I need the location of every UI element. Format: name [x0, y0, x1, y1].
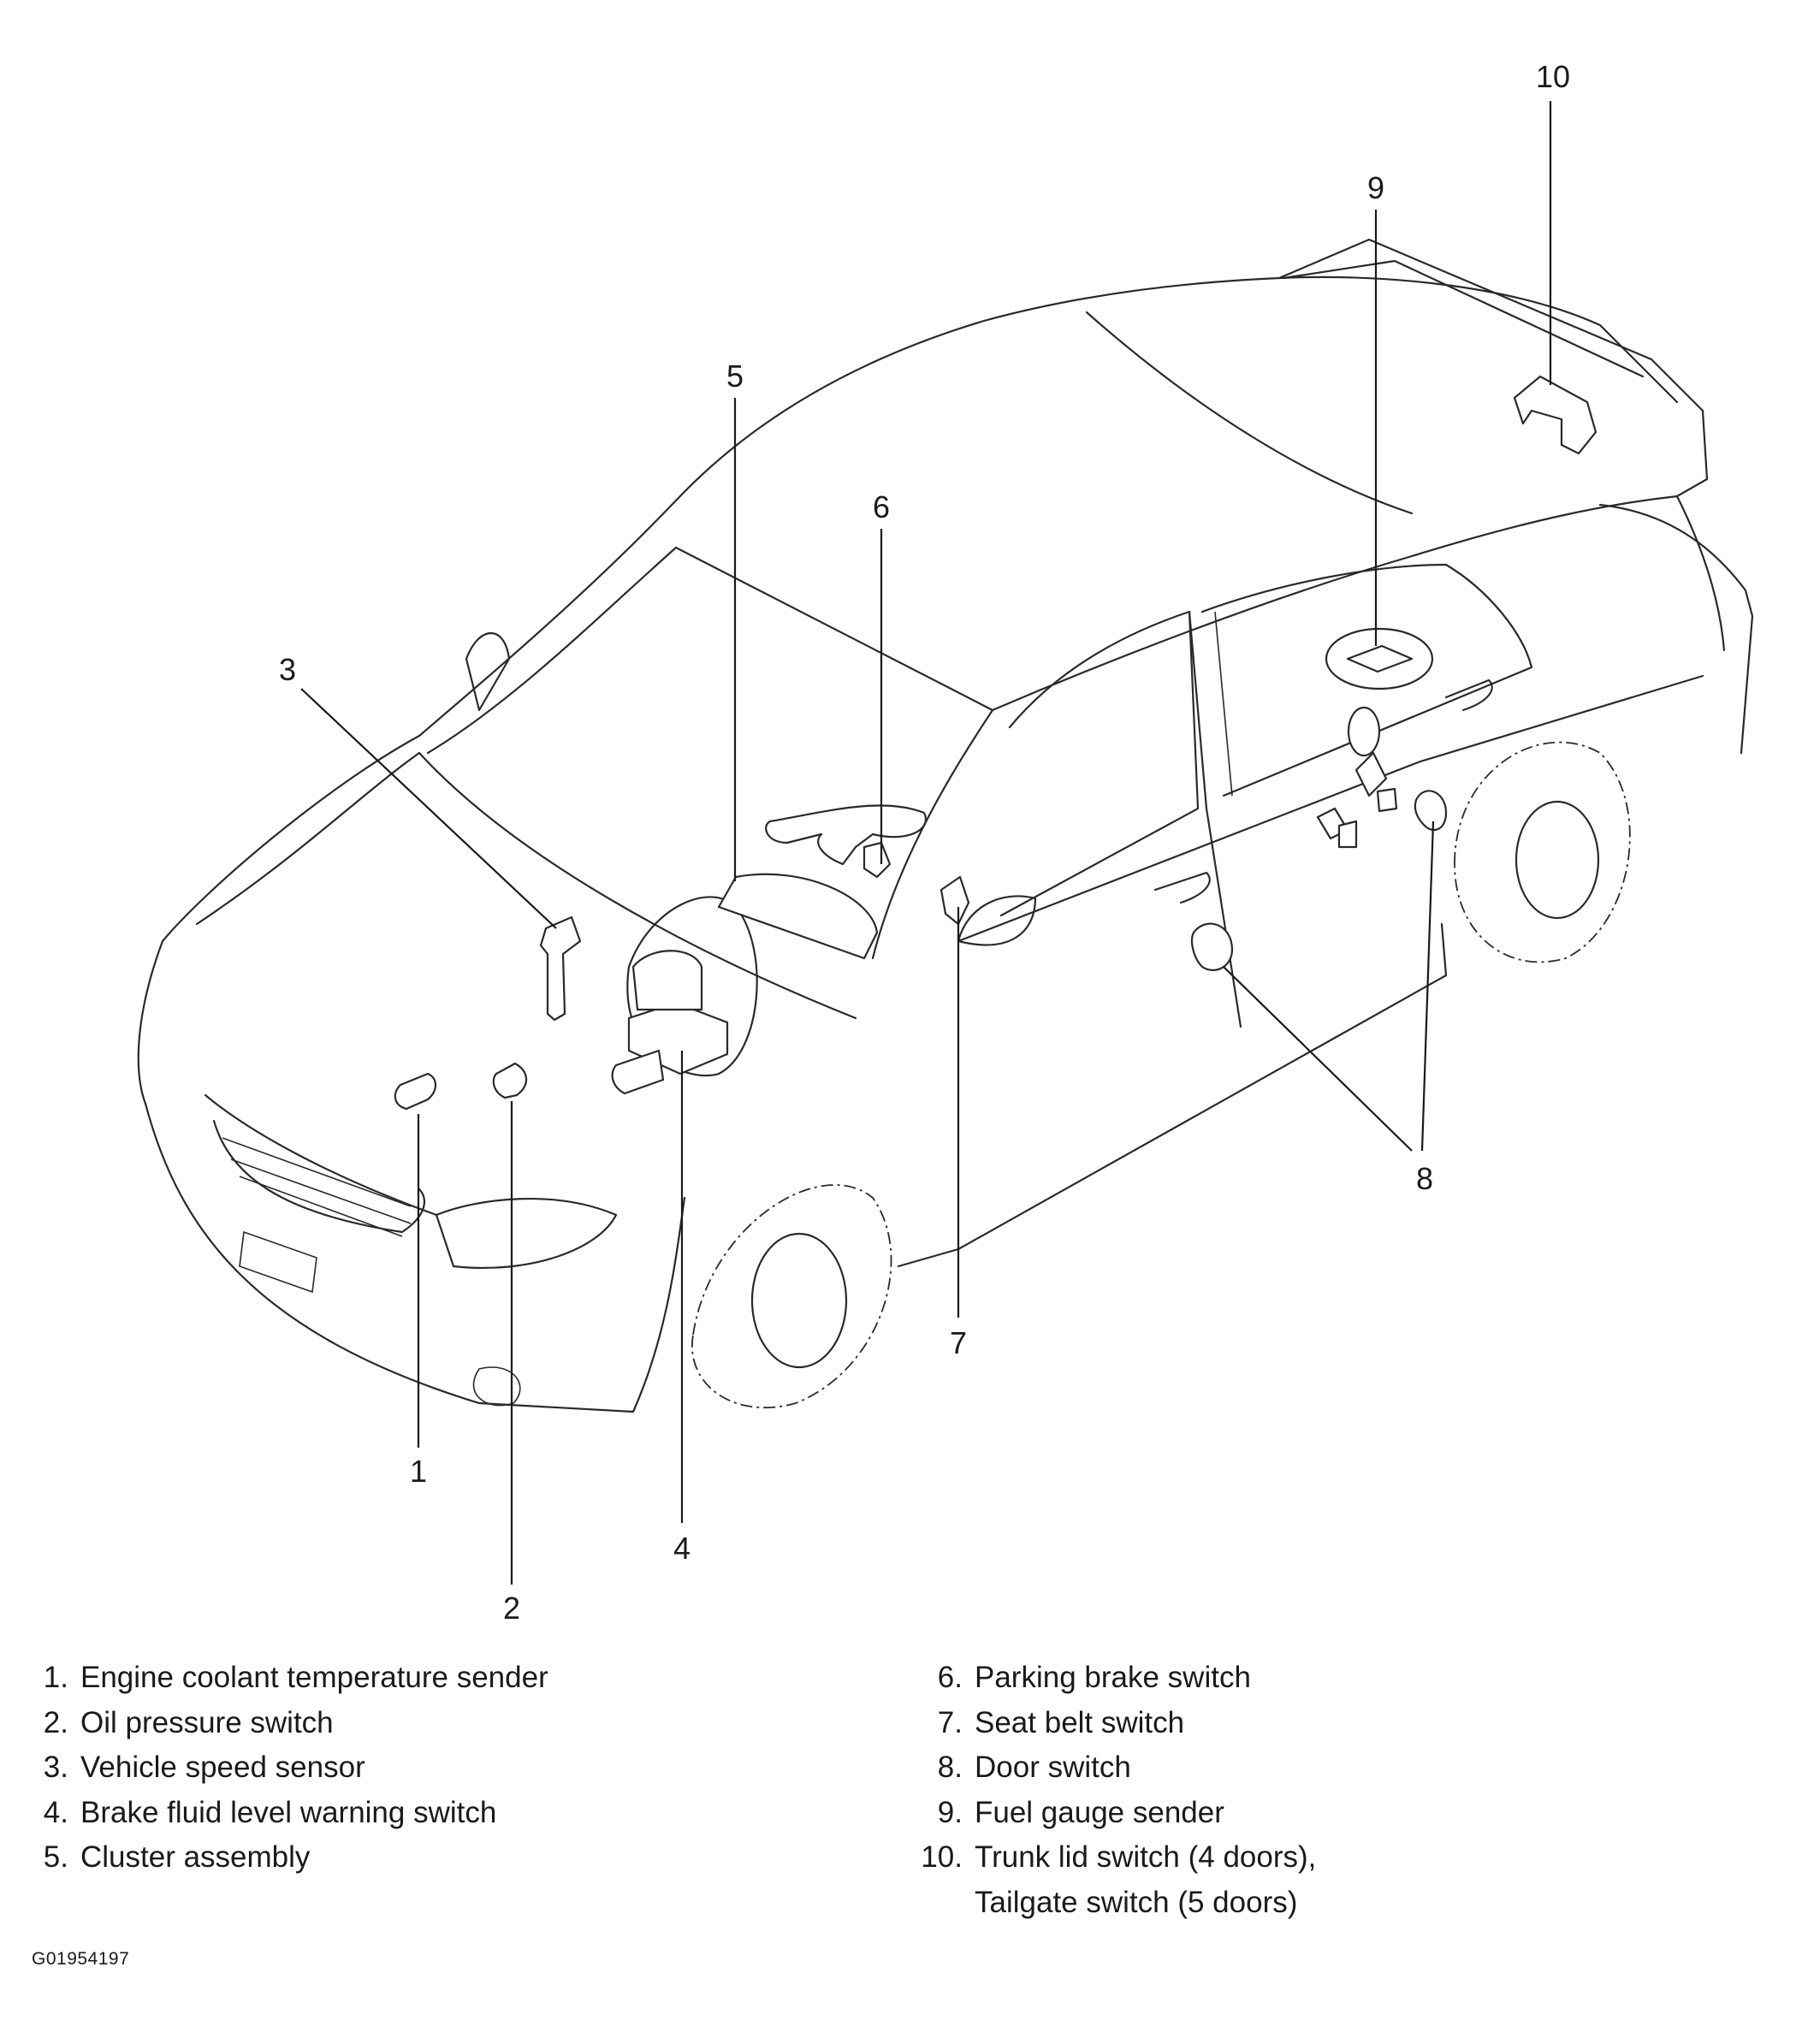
- callout-9: 9: [1367, 170, 1384, 205]
- legend-number: 1.: [43, 1661, 68, 1694]
- legend-number: 7.: [937, 1705, 963, 1739]
- legend-item: 7. Seat belt switch: [913, 1701, 1316, 1746]
- car-outline: [137, 238, 1754, 1413]
- callout-numbers: 1 2 3 4 5 6 7 8 9 10: [279, 59, 1570, 1626]
- legend-item: 4. Brake fluid level warning switch: [19, 1791, 548, 1836]
- brake-fluid-reservoir-icon: [611, 896, 758, 1095]
- legend-label: Cluster assembly: [80, 1840, 311, 1874]
- legend-item: 9. Fuel gauge sender: [913, 1791, 1316, 1836]
- legend-item: 5. Cluster assembly: [19, 1835, 548, 1881]
- legend-item: 6. Parking brake switch: [913, 1656, 1316, 1701]
- legend-number: 5.: [43, 1840, 68, 1874]
- legend-label: Parking brake switch: [975, 1661, 1251, 1694]
- legend-number: 3.: [43, 1751, 68, 1784]
- coolant-temperature-sender-icon: [394, 1072, 437, 1111]
- seat-belt-switch-icon: [939, 875, 970, 926]
- fuel-gauge-sender-icon: [1316, 627, 1434, 849]
- legend-label: Engine coolant temperature sender: [80, 1661, 548, 1694]
- callout-6: 6: [873, 489, 890, 524]
- oil-pressure-switch-icon: [492, 1062, 528, 1099]
- legend-label: Seat belt switch: [975, 1705, 1185, 1739]
- legend-continuation: Tailgate switch (5 doors): [975, 1885, 1298, 1919]
- legend-item: 1. Engine coolant temperature sender: [19, 1656, 548, 1701]
- legend-label: Brake fluid level warning switch: [80, 1795, 497, 1829]
- legend-number: 2.: [43, 1705, 68, 1739]
- callout-7: 7: [950, 1325, 967, 1360]
- parking-brake-lever-icon: [765, 804, 927, 879]
- legend-label: Vehicle speed sensor: [80, 1751, 365, 1784]
- vehicle-speed-sensor-icon: [539, 915, 582, 1022]
- legend-number: 9.: [937, 1795, 963, 1829]
- legend-label: Oil pressure switch: [80, 1705, 334, 1739]
- legend-right-column: 6. Parking brake switch 7. Seat belt swi…: [913, 1656, 1316, 1925]
- door-switch-front-icon: [1190, 922, 1234, 972]
- callout-8: 8: [1416, 1161, 1433, 1196]
- legend-label: Trunk lid switch (4 doors),: [975, 1840, 1317, 1874]
- legend-item: 3. Vehicle speed sensor: [19, 1745, 548, 1791]
- component-location-diagram: 1 2 3 4 5 6 7 8 9 10: [137, 59, 1754, 1626]
- legend-left-column: 1. Engine coolant temperature sender 2. …: [19, 1656, 548, 1881]
- legend-item: 10. Trunk lid switch (4 doors),: [913, 1835, 1316, 1881]
- legend-item: 8. Door switch: [913, 1745, 1316, 1791]
- legend-number: 4.: [43, 1795, 68, 1829]
- legend-number: 8.: [937, 1751, 963, 1784]
- callout-4: 4: [673, 1531, 691, 1566]
- legend-label: Door switch: [975, 1751, 1131, 1784]
- legend-number: 6.: [937, 1661, 963, 1694]
- callout-1: 1: [410, 1454, 427, 1489]
- callout-5: 5: [726, 358, 744, 394]
- door-switch-rear-icon: [1414, 790, 1448, 832]
- trunk-lid-switch-icon: [1513, 375, 1597, 455]
- callout-3: 3: [279, 652, 296, 687]
- components: [394, 375, 1597, 1111]
- leader-lines: [300, 101, 1552, 1585]
- callout-2: 2: [503, 1591, 520, 1626]
- callout-10: 10: [1536, 59, 1570, 94]
- legend-number: 10.: [921, 1840, 963, 1874]
- legend-label: Fuel gauge sender: [975, 1795, 1224, 1829]
- figure-code: G01954197: [32, 1949, 130, 1969]
- legend-item: 2. Oil pressure switch: [19, 1701, 548, 1746]
- cluster-assembly-icon: [717, 873, 879, 960]
